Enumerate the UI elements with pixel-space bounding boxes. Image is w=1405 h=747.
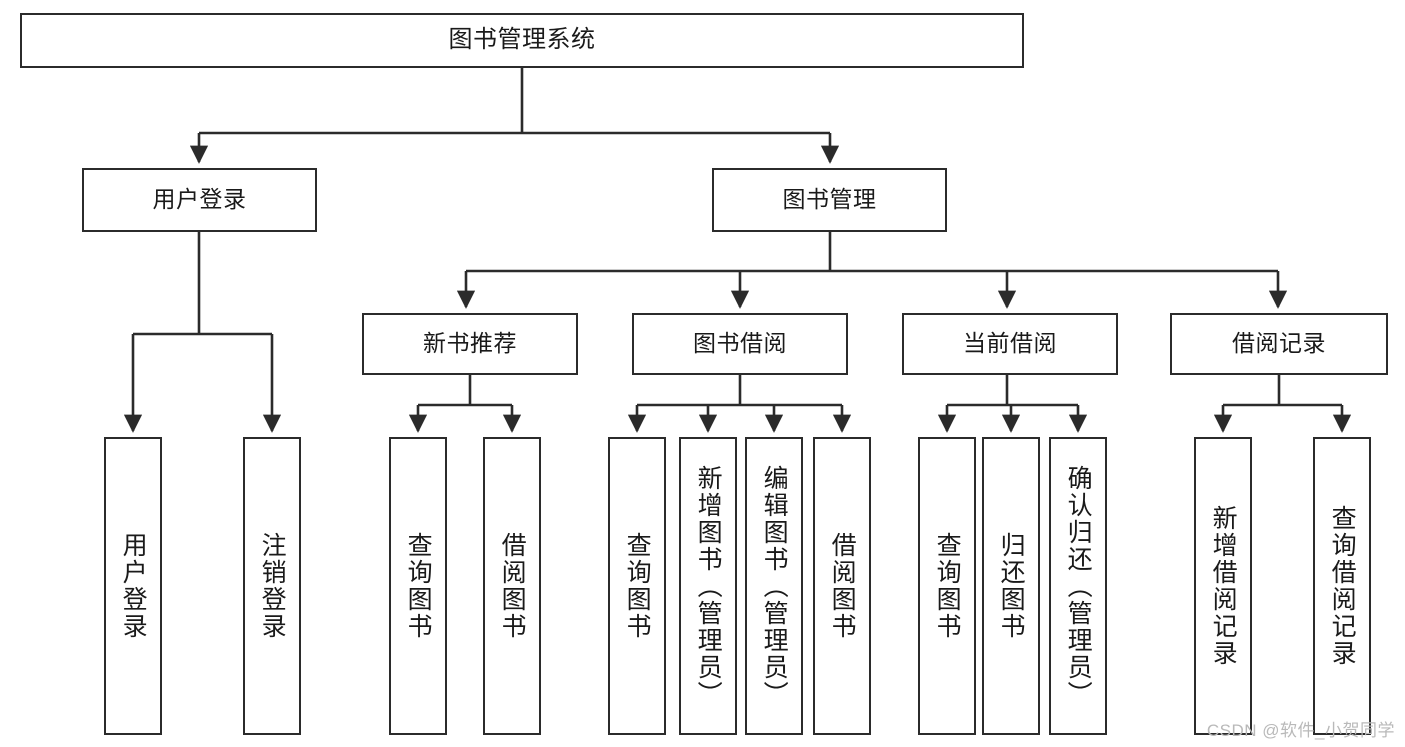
node-label: 当前借阅 xyxy=(963,330,1057,357)
node-label: 查询借阅记录 xyxy=(1328,505,1357,667)
leaf-borrow-book-new-recommendation[interactable]: 借阅图书 xyxy=(483,437,541,735)
node-label: 用户登录 xyxy=(119,532,148,640)
node-label: 归还图书 xyxy=(997,532,1026,640)
node-borrowing-record[interactable]: 借阅记录 xyxy=(1170,313,1388,375)
node-new-book-recommendation[interactable]: 新书推荐 xyxy=(362,313,578,375)
node-label: 用户登录 xyxy=(152,186,247,213)
node-label: 图书管理 xyxy=(782,186,877,213)
leaf-query-book-borrowing[interactable]: 查询图书 xyxy=(608,437,666,735)
node-label: 借阅记录 xyxy=(1232,330,1326,357)
leaf-edit-book-admin[interactable]: 编辑图书（管理员） xyxy=(745,437,803,735)
leaf-logout[interactable]: 注销登录 xyxy=(243,437,301,735)
leaf-user-login[interactable]: 用户登录 xyxy=(104,437,162,735)
node-label: 借阅图书 xyxy=(498,532,527,640)
node-label: 借阅图书 xyxy=(828,532,857,640)
node-book-management[interactable]: 图书管理 xyxy=(712,168,947,232)
node-user-login[interactable]: 用户登录 xyxy=(82,168,317,232)
leaf-add-book-admin[interactable]: 新增图书（管理员） xyxy=(679,437,737,735)
node-root-book-management-system[interactable]: 图书管理系统 xyxy=(20,13,1024,68)
leaf-query-book-new-recommendation[interactable]: 查询图书 xyxy=(389,437,447,735)
node-book-borrowing[interactable]: 图书借阅 xyxy=(632,313,848,375)
node-label: 确认归还（管理员） xyxy=(1064,464,1093,708)
node-label: 注销登录 xyxy=(258,532,287,640)
node-current-borrowing[interactable]: 当前借阅 xyxy=(902,313,1118,375)
node-label: 编辑图书（管理员） xyxy=(760,464,789,708)
leaf-add-borrowing-record[interactable]: 新增借阅记录 xyxy=(1194,437,1252,735)
leaf-confirm-return-admin[interactable]: 确认归还（管理员） xyxy=(1049,437,1107,735)
node-label: 新书推荐 xyxy=(423,330,517,357)
node-label: 图书管理系统 xyxy=(448,26,596,54)
node-label: 新增图书（管理员） xyxy=(694,464,723,708)
node-label: 查询图书 xyxy=(933,532,962,640)
node-label: 查询图书 xyxy=(404,532,433,640)
node-label: 图书借阅 xyxy=(693,330,787,357)
node-label: 新增借阅记录 xyxy=(1209,505,1238,667)
leaf-query-book-current[interactable]: 查询图书 xyxy=(918,437,976,735)
leaf-query-borrowing-record[interactable]: 查询借阅记录 xyxy=(1313,437,1371,735)
leaf-return-book[interactable]: 归还图书 xyxy=(982,437,1040,735)
leaf-borrow-book-borrowing[interactable]: 借阅图书 xyxy=(813,437,871,735)
node-label: 查询图书 xyxy=(623,532,652,640)
csdn-watermark: CSDN @软件_小贺同学 xyxy=(1206,721,1395,740)
